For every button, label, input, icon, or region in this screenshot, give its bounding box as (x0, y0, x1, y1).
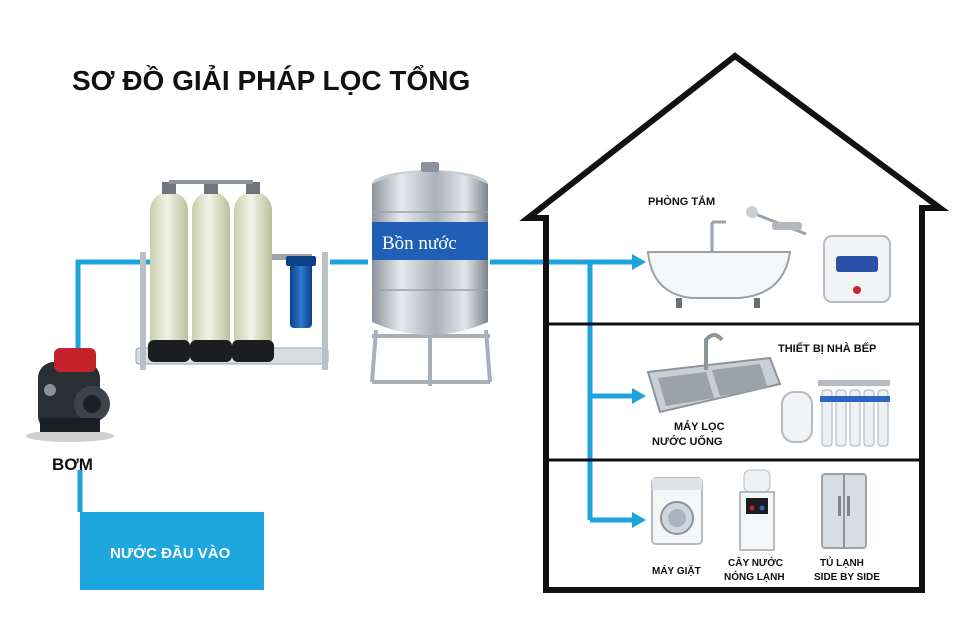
purifier-label-line1: MÁY LỌC (674, 420, 725, 433)
water-input-box (80, 512, 264, 590)
washing-machine-icon (651, 477, 703, 545)
bathroom-label: PHÒNG TẮM (648, 195, 715, 208)
diagram-title: SƠ ĐỒ GIẢI PHÁP LỌC TỔNG (72, 64, 470, 96)
tank-label: Bồn nước (382, 233, 457, 254)
pipe-pump-to-filters (75, 259, 150, 368)
arrow-kitchen (632, 388, 646, 404)
arrow-bathroom (632, 254, 646, 270)
dispenser-label-line2: NÓNG LẠNH (724, 570, 785, 583)
washer-label: MÁY GIẶT (652, 564, 701, 577)
kitchen-sink-icon (646, 333, 782, 414)
filter-system-illustration (135, 180, 329, 370)
kitchen-label: THIẾT BỊ NHÀ BẾP (778, 342, 876, 355)
water-purifier-icon (781, 380, 890, 447)
refrigerator-icon (821, 473, 867, 549)
water-input-label: NƯỚC ĐẦU VÀO (110, 544, 231, 562)
tank-label-band (372, 222, 488, 260)
shower-faucet-icon (746, 206, 807, 236)
pump-label: BƠM (52, 455, 93, 474)
fridge-label-line1: TỦ LẠNH (820, 556, 864, 569)
pipes (75, 259, 632, 523)
arrow-appliances (632, 512, 646, 528)
water-heater-icon (823, 235, 891, 303)
water-dispenser-icon (739, 469, 775, 551)
dispenser-label-line1: CÂY NƯỚC (728, 556, 783, 569)
pump-illustration (26, 348, 114, 442)
purifier-label-line2: NƯỚC UỐNG (652, 434, 722, 448)
bathtub-icon (646, 220, 792, 308)
house-outline (519, 52, 950, 593)
water-tank-illustration (370, 162, 492, 386)
pipe-arrows (632, 254, 646, 528)
fridge-label-line2: SIDE BY SIDE (814, 572, 880, 583)
